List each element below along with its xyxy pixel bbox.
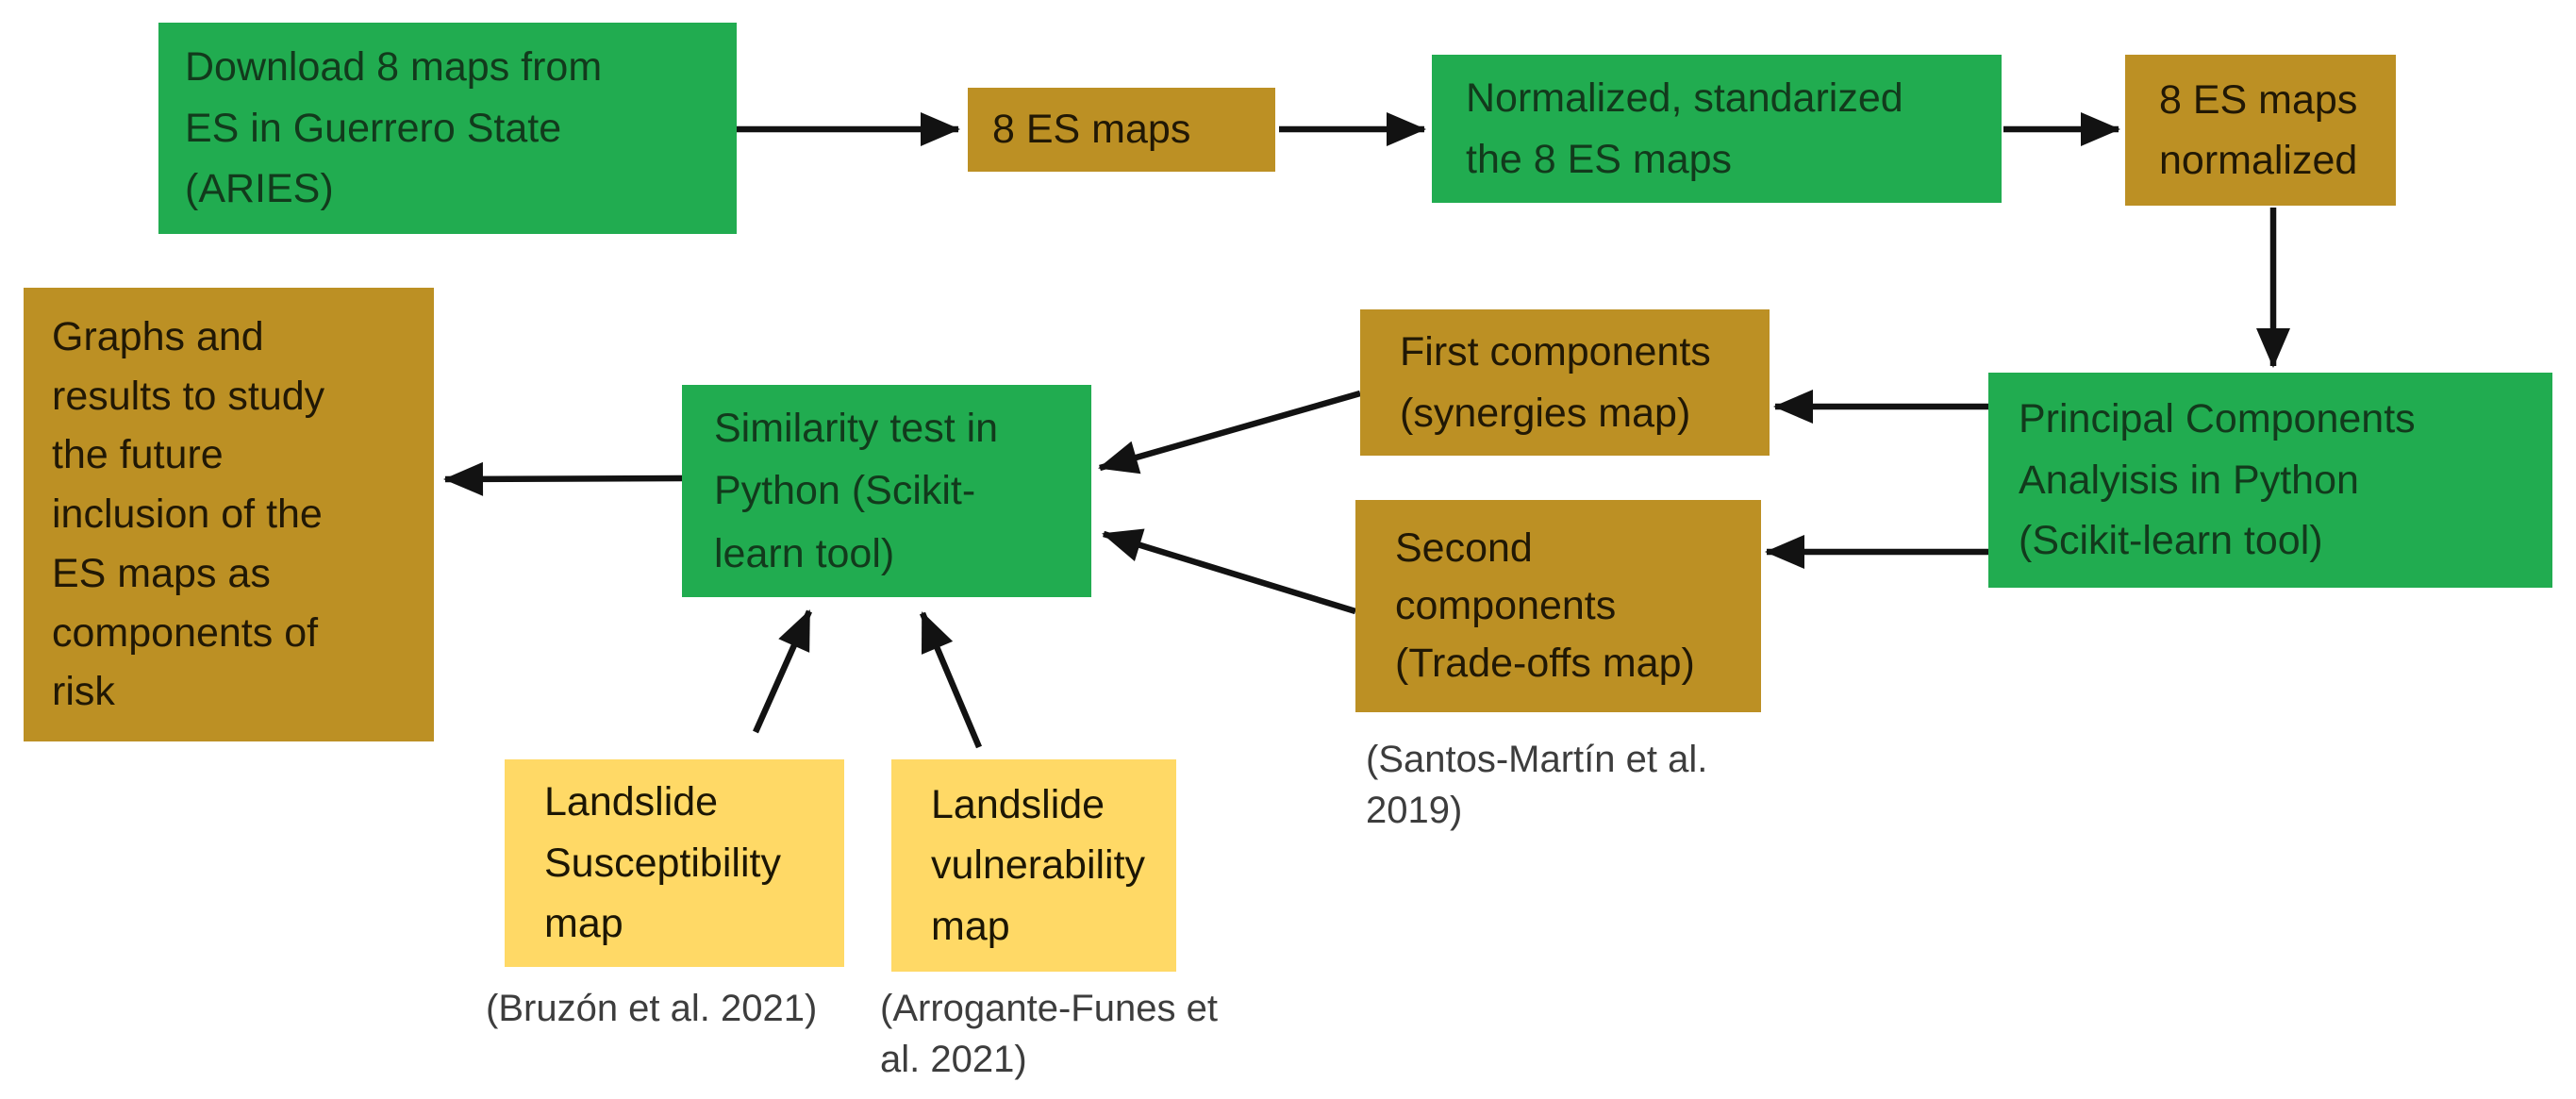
node-8-es-maps: 8 ES maps <box>968 88 1275 172</box>
arrow-vulnerability-to-similarity <box>920 611 982 749</box>
node-normalize-standardize: Normalized, standarized the 8 ES maps <box>1432 55 2002 203</box>
arrow-first-components-to-similarity <box>1098 390 1361 475</box>
node-download-maps: Download 8 maps from ES in Guerrero Stat… <box>158 23 737 234</box>
node-pca: Principal Components Analyisis in Python… <box>1988 373 2552 588</box>
caption-arrogante-funes-citation: (Arrogante-Funes et al. 2021) <box>880 988 1218 1080</box>
arrow-susceptibility-to-similarity <box>753 609 812 734</box>
caption-bruzon-citation: (Bruzón et al. 2021) <box>486 988 818 1029</box>
node-similarity-test: Similarity test in Python (Scikit- learn… <box>682 385 1091 597</box>
node-landslide-vulnerability-map: Landslide vulnerability map <box>891 759 1176 972</box>
caption-santos-martin-citation: (Santos-Martín et al. 2019) <box>1366 739 1708 831</box>
node-8-es-maps-normalized: 8 ES maps normalized <box>2125 55 2396 206</box>
node-second-components: Second components (Trade-offs map) <box>1355 500 1761 712</box>
arrow-second-components-to-similarity <box>1102 528 1356 615</box>
node-graphs-results: Graphs and results to study the future i… <box>24 288 434 741</box>
node-first-components: First components (synergies map) <box>1360 309 1770 456</box>
arrow-similarity-to-graphs <box>443 461 683 496</box>
node-landslide-susceptibility-map: Landslide Susceptibility map <box>505 759 844 967</box>
